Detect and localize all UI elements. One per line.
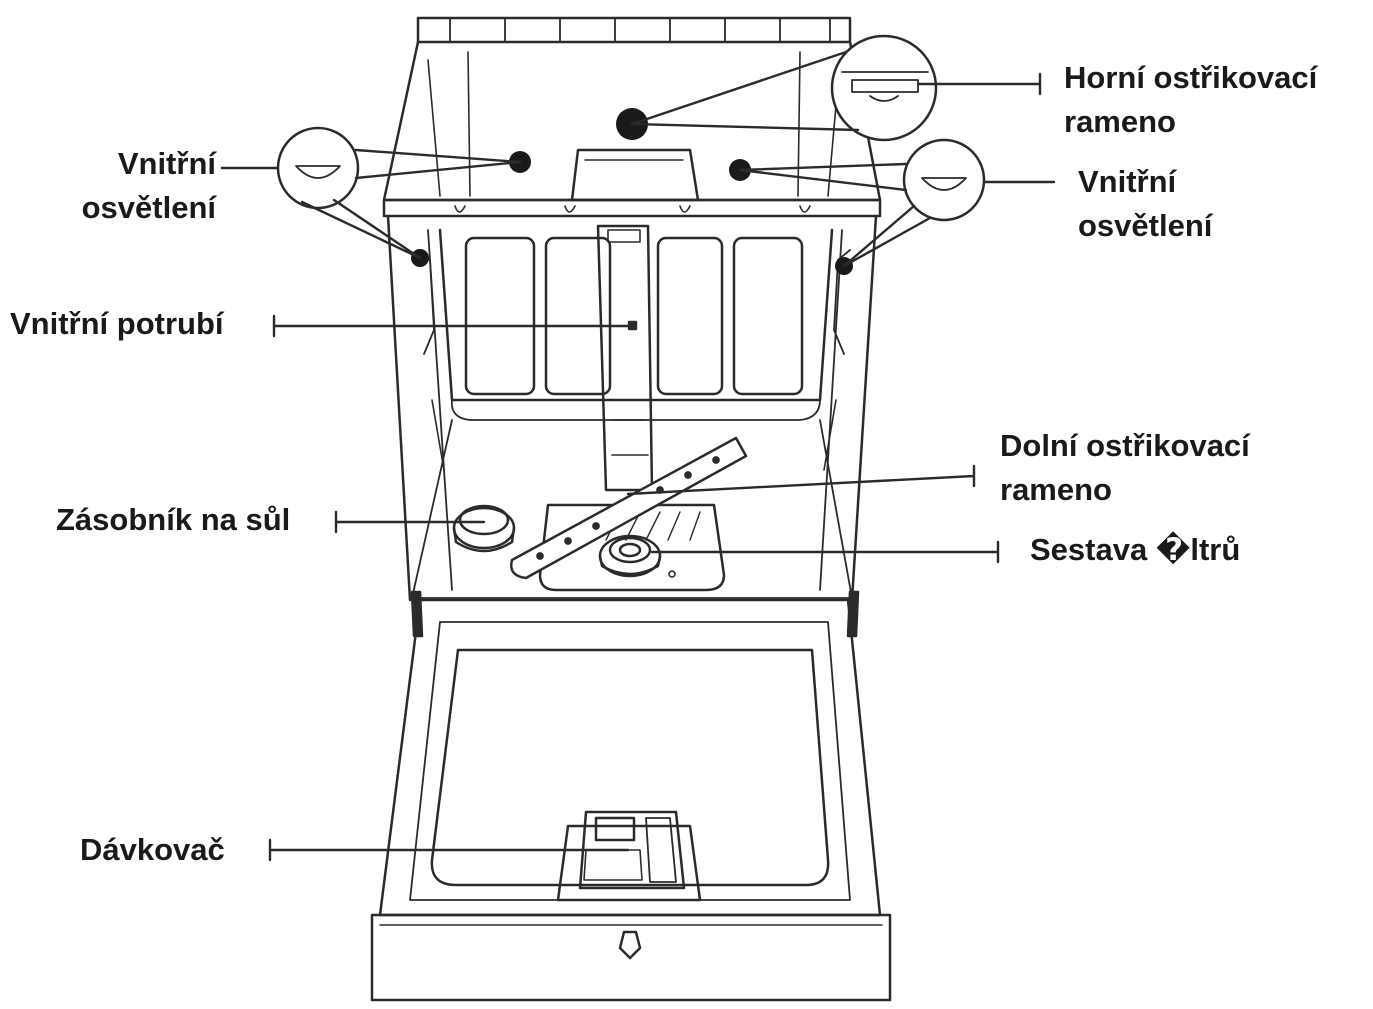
dispenser (558, 812, 700, 900)
light-markers (411, 108, 853, 275)
label-inner-light-right: Vnitřní osvětlení (1078, 160, 1212, 248)
label-dispenser: Dávkovač (80, 828, 225, 872)
label-inner-pipe: Vnitřní potrubí (10, 302, 224, 346)
filter-assembly (600, 536, 675, 577)
label-upper-spray-arm: Horní ostřikovací rameno (1064, 56, 1317, 144)
salt-container-cap (454, 506, 514, 551)
inner-pipe (598, 226, 652, 490)
label-inner-light-left: Vnitřní osvětlení (56, 142, 216, 230)
label-lower-spray-arm: Dolní ostřikovací rameno (1000, 424, 1250, 512)
label-salt-container: Zásobník na sůl (56, 498, 290, 542)
upper-rail (384, 200, 880, 216)
door (372, 600, 890, 1000)
top-strip (418, 18, 850, 42)
label-filter-assembly: Sestava �ltrů (1030, 528, 1240, 572)
